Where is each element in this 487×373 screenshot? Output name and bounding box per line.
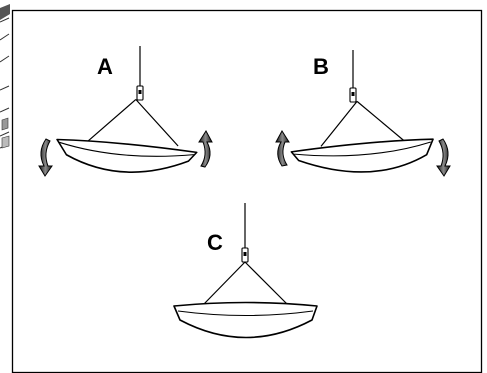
panel-b-right-rotation-arrow bbox=[436, 138, 451, 177]
panel-a-hanger bbox=[136, 46, 144, 101]
panel-c: C bbox=[173, 203, 318, 339]
panel-b-tray bbox=[290, 100, 434, 173]
panel-c-hanger bbox=[241, 203, 249, 263]
panel-a-tray bbox=[56, 99, 198, 173]
panel-b-label: B bbox=[313, 54, 329, 79]
panel-c-label: C bbox=[207, 230, 223, 255]
panel-b: B bbox=[275, 50, 451, 177]
panel-a-right-rotation-arrow bbox=[198, 130, 213, 168]
panel-a-left-rotation-arrow bbox=[38, 138, 53, 177]
panel-a-label: A bbox=[97, 54, 113, 79]
panel-a: A bbox=[38, 46, 213, 177]
panel-b-left-rotation-arrow bbox=[275, 130, 290, 167]
panel-c-tray bbox=[173, 261, 318, 339]
cropped-device-edge bbox=[0, 0, 12, 373]
panel-b-hanger bbox=[349, 50, 357, 103]
